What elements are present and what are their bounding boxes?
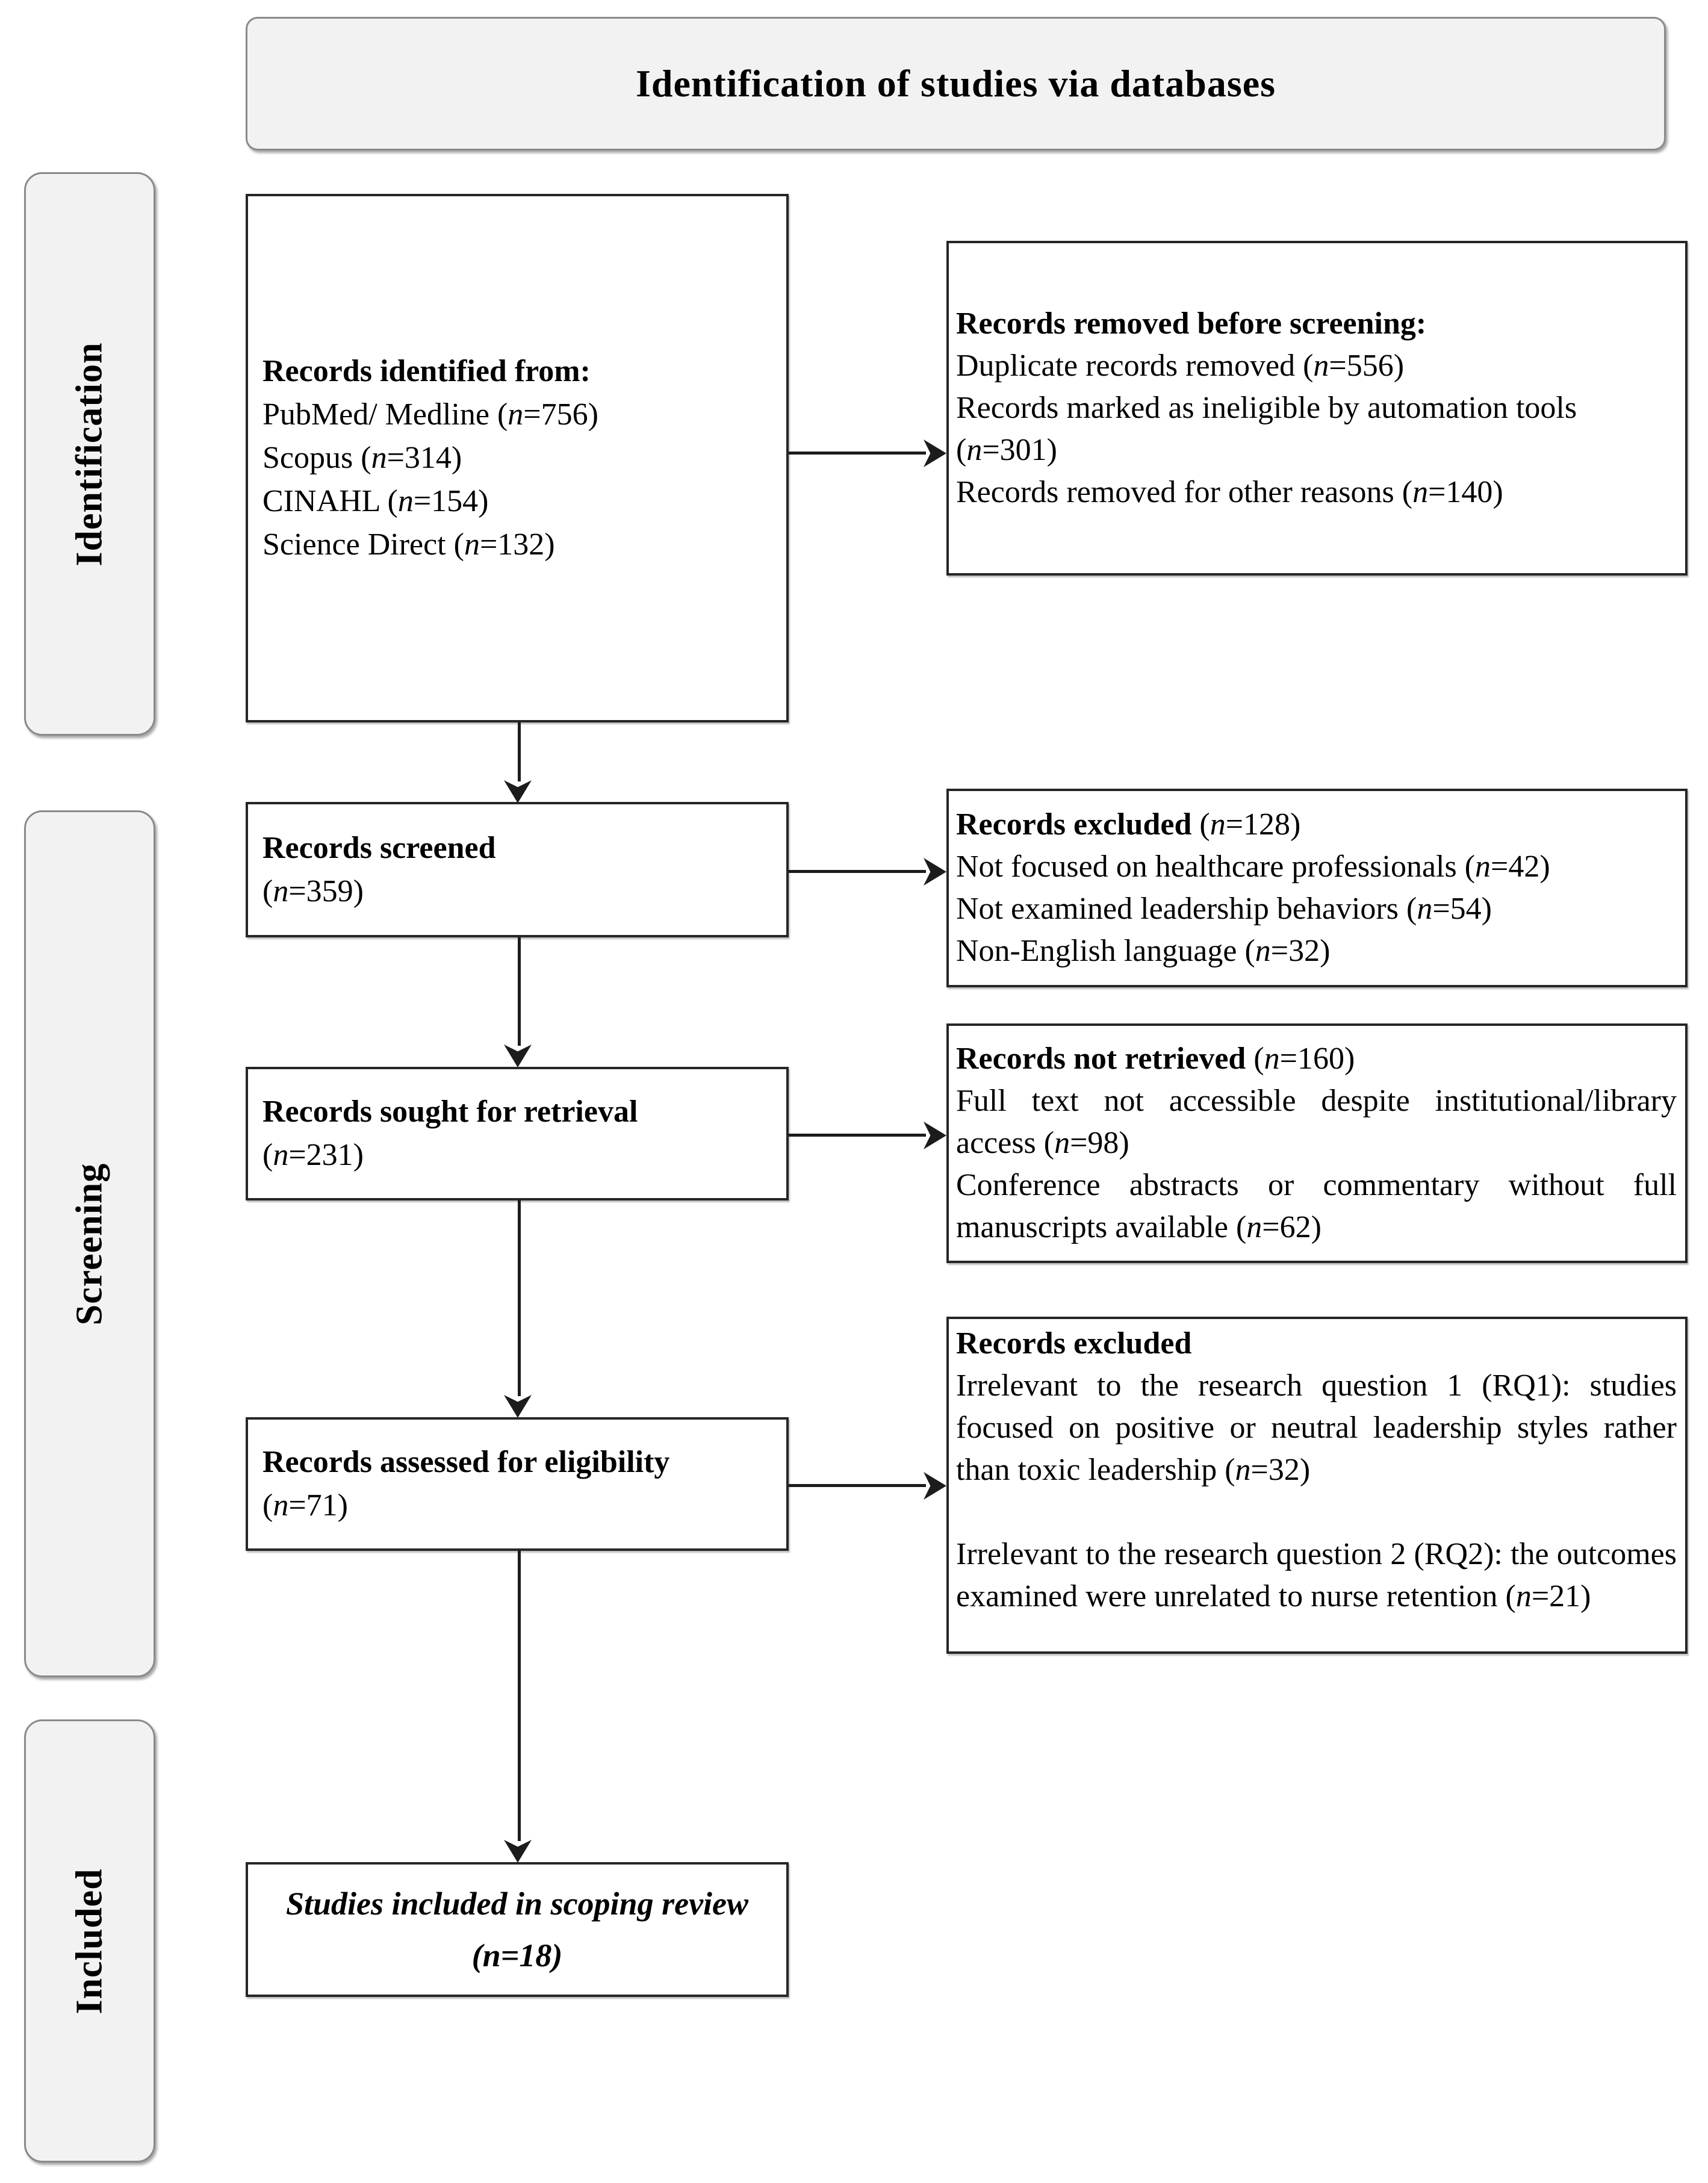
arrow-sought-to-assessed-head bbox=[504, 1395, 532, 1418]
records-assessed-count: (n=71) bbox=[262, 1488, 348, 1523]
stage-included: Included bbox=[24, 1719, 155, 2163]
arrow-screened-to-excluded-head bbox=[924, 858, 946, 886]
records-excluded-line: Non-English language (n=32) bbox=[956, 934, 1331, 968]
box-records-excluded-eligibility: Records excluded Irrelevant to the resea… bbox=[946, 1317, 1688, 1654]
box-records-not-retrieved: Records not retrieved (n=160) Full text … bbox=[946, 1023, 1688, 1263]
arrow-assessed-to-included-line bbox=[518, 1551, 521, 1841]
box-studies-included: Studies included in scoping review (n=18… bbox=[246, 1862, 789, 1997]
records-identified-line: PubMed/ Medline (n=756) bbox=[262, 397, 598, 432]
arrow-sought-to-notretrieved-line bbox=[789, 1134, 926, 1137]
arrow-identified-to-removed-head bbox=[924, 439, 946, 467]
box-records-assessed: Records assessed for eligibility (n=71) bbox=[246, 1417, 789, 1551]
box-records-removed: Records removed before screening: Duplic… bbox=[946, 241, 1688, 576]
studies-included-count: (n=18) bbox=[471, 1937, 563, 1973]
stage-screening: Screening bbox=[24, 810, 155, 1677]
records-excluded-count: (n=128) bbox=[1199, 807, 1301, 842]
records-excluded-line: Not focused on healthcare professionals … bbox=[956, 849, 1550, 884]
not-retrieved-heading: Records not retrieved bbox=[956, 1042, 1246, 1076]
excluded-eligibility-heading: Records excluded bbox=[956, 1326, 1192, 1361]
records-removed-line: Records removed for other reasons (n=140… bbox=[956, 475, 1503, 509]
stage-identification-label: Identification bbox=[69, 341, 110, 567]
arrow-identified-to-removed-line bbox=[789, 452, 926, 455]
arrow-screened-to-sought-line bbox=[518, 937, 521, 1046]
arrow-screened-to-sought-head bbox=[504, 1045, 532, 1067]
diagram-title: Identification of studies via databases bbox=[635, 62, 1276, 105]
arrow-sought-to-notretrieved-head bbox=[924, 1122, 946, 1149]
excluded-rq2-paragraph: Irrelevant to the research question 2 (R… bbox=[956, 1537, 1677, 1613]
records-identified-line: Scopus (n=314) bbox=[262, 441, 462, 475]
title-banner: Identification of studies via databases bbox=[246, 17, 1666, 151]
records-assessed-heading: Records assessed for eligibility bbox=[262, 1445, 670, 1479]
records-screened-heading: Records screened bbox=[262, 830, 496, 865]
not-retrieved-heading-line: Records not retrieved (n=160) bbox=[956, 1038, 1677, 1080]
box-records-excluded-screening: Records excluded (n=128) Not focused on … bbox=[946, 789, 1688, 987]
arrow-screened-to-excluded-line bbox=[789, 870, 926, 873]
records-identified-line: CINAHL (n=154) bbox=[262, 484, 489, 518]
not-retrieved-line: Full text not accessible despite institu… bbox=[956, 1084, 1677, 1160]
box-records-sought: Records sought for retrieval (n=231) bbox=[246, 1067, 789, 1200]
not-retrieved-line: Conference abstracts or commentary witho… bbox=[956, 1168, 1677, 1244]
stage-screening-label: Screening bbox=[69, 1163, 110, 1325]
studies-included-heading: Studies included in scoping review bbox=[285, 1886, 749, 1922]
arrow-assessed-to-included-head bbox=[504, 1840, 532, 1863]
records-identified-line: Science Direct (n=132) bbox=[262, 527, 555, 562]
arrow-identified-to-screened-line bbox=[518, 722, 521, 781]
records-sought-count: (n=231) bbox=[262, 1138, 364, 1172]
arrow-assessed-to-excluded-head bbox=[924, 1472, 946, 1500]
records-removed-line: Duplicate records removed (n=556) bbox=[956, 349, 1405, 383]
records-excluded-heading-line: Records excluded (n=128) bbox=[956, 804, 1677, 846]
records-excluded-line: Not examined leadership behaviors (n=54) bbox=[956, 892, 1492, 926]
arrow-assessed-to-excluded-line bbox=[789, 1484, 926, 1487]
box-records-screened: Records screened (n=359) bbox=[246, 802, 789, 937]
arrow-identified-to-screened-head bbox=[504, 780, 532, 803]
records-identified-heading: Records identified from: bbox=[262, 354, 591, 388]
box-records-identified: Records identified from: PubMed/ Medline… bbox=[246, 194, 789, 722]
records-removed-heading: Records removed before screening: bbox=[956, 306, 1427, 341]
records-removed-line: Records marked as ineligible by automati… bbox=[956, 391, 1577, 467]
records-screened-count: (n=359) bbox=[262, 874, 364, 908]
arrow-sought-to-assessed-line bbox=[518, 1200, 521, 1396]
excluded-rq1-paragraph: Irrelevant to the research question 1 (R… bbox=[956, 1368, 1677, 1487]
records-excluded-heading: Records excluded bbox=[956, 807, 1192, 842]
stage-identification: Identification bbox=[24, 172, 155, 736]
stage-included-label: Included bbox=[69, 1868, 110, 2014]
not-retrieved-count: (n=160) bbox=[1253, 1042, 1355, 1076]
records-sought-heading: Records sought for retrieval bbox=[262, 1095, 638, 1129]
